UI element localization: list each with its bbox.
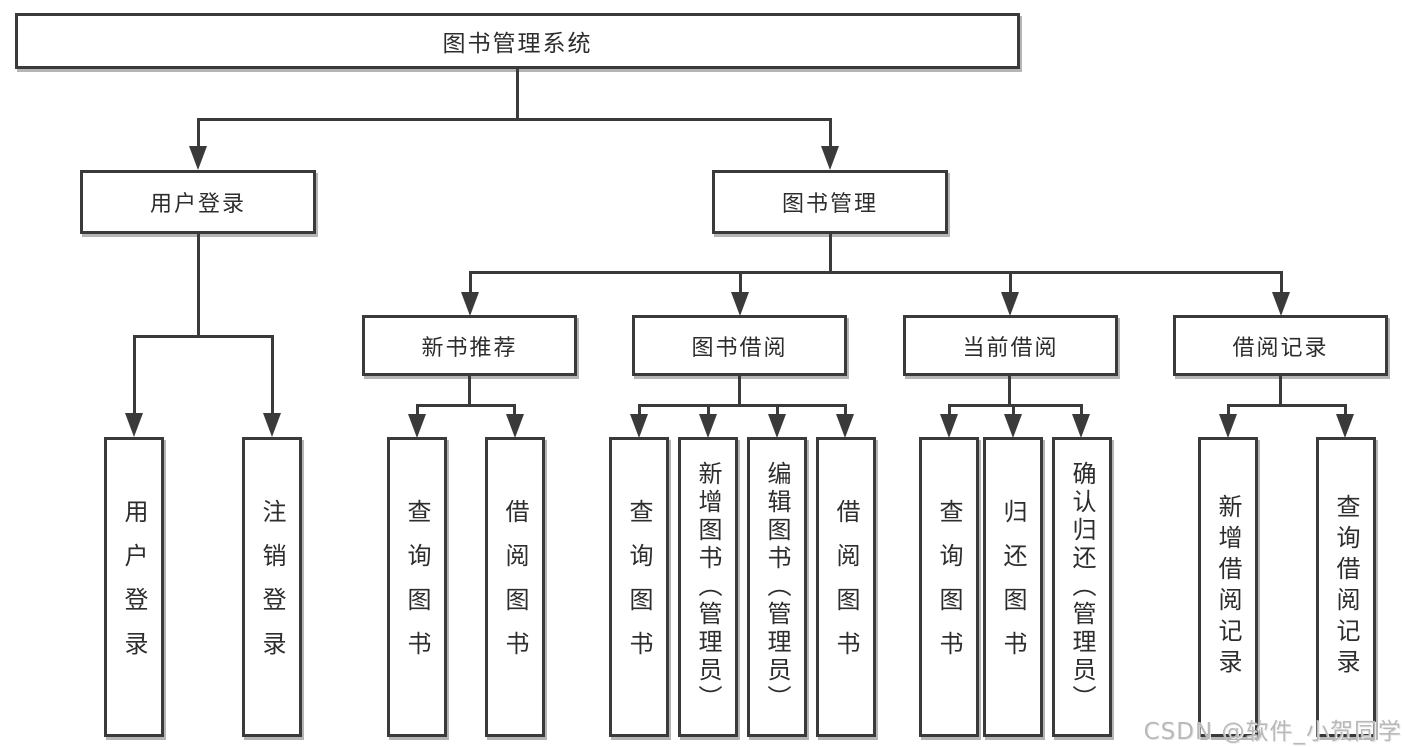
- connector-line: [1009, 271, 1012, 294]
- connector-line: [739, 271, 742, 294]
- node-leaf-query-book-2-label: 查询图书: [625, 499, 653, 675]
- arrowhead-down-icon: [125, 413, 143, 437]
- connector-line: [829, 234, 832, 274]
- connector-line: [197, 234, 200, 337]
- connector-line: [1227, 404, 1230, 416]
- connector-line: [829, 118, 832, 148]
- connector-line: [1280, 271, 1283, 294]
- node-user-login-label: 用户登录: [149, 192, 246, 217]
- connector-line: [844, 404, 847, 416]
- arrowhead-down-icon: [699, 414, 717, 438]
- connector-line: [948, 404, 1083, 407]
- node-leaf-query-book-1: 查询图书: [387, 437, 447, 737]
- node-leaf-logout-label: 注销登录: [258, 499, 286, 675]
- node-leaf-borrow-book-1: 借阅图书: [485, 437, 545, 737]
- connector-line: [1080, 404, 1083, 416]
- node-leaf-borrow-book-2-label: 借阅图书: [832, 499, 860, 675]
- connector-line: [1344, 404, 1347, 416]
- connector-line: [468, 376, 471, 406]
- node-leaf-logout: 注销登录: [242, 437, 302, 737]
- node-book-borrow: 图书借阅: [632, 315, 847, 376]
- connector-line: [469, 271, 472, 294]
- connector-line: [707, 404, 710, 416]
- arrowhead-down-icon: [263, 413, 281, 437]
- node-leaf-query-book-1-label: 查询图书: [403, 499, 431, 675]
- connector-line: [197, 118, 832, 121]
- node-leaf-user-login-label: 用户登录: [120, 499, 148, 675]
- connector-line: [513, 404, 516, 416]
- node-new-book-recommend-label: 新书推荐: [421, 335, 518, 361]
- arrowhead-down-icon: [1219, 414, 1237, 438]
- connector-line: [271, 335, 274, 415]
- connector-line: [1012, 404, 1015, 416]
- node-borrow-records: 借阅记录: [1173, 315, 1388, 376]
- node-leaf-borrow-book-1-label: 借阅图书: [501, 499, 529, 675]
- node-leaf-edit-book-admin: 编辑图书（管理员）: [747, 437, 807, 737]
- arrowhead-down-icon: [836, 414, 854, 438]
- connector-line: [738, 376, 741, 406]
- node-leaf-user-login: 用户登录: [104, 437, 164, 737]
- arrowhead-down-icon: [821, 146, 839, 170]
- arrowhead-down-icon: [1001, 292, 1019, 316]
- arrowhead-down-icon: [408, 414, 426, 438]
- arrowhead-down-icon: [506, 414, 524, 438]
- node-current-borrow-label: 当前借阅: [962, 335, 1059, 361]
- connector-line: [133, 335, 274, 338]
- connector-line: [1008, 376, 1011, 406]
- arrowhead-down-icon: [1336, 414, 1354, 438]
- arrowhead-down-icon: [768, 414, 786, 438]
- arrowhead-down-icon: [731, 292, 749, 316]
- connector-line: [1227, 404, 1346, 407]
- node-book-borrow-label: 图书借阅: [691, 335, 788, 361]
- connector-line: [638, 404, 641, 416]
- arrowhead-down-icon: [189, 146, 207, 170]
- arrowhead-down-icon: [1272, 292, 1290, 316]
- node-leaf-borrow-book-2: 借阅图书: [816, 437, 876, 737]
- arrowhead-down-icon: [461, 292, 479, 316]
- node-book-management: 图书管理: [712, 170, 948, 234]
- node-leaf-confirm-return-admin: 确认归还（管理员）: [1052, 437, 1112, 737]
- node-leaf-query-book-3: 查询图书: [919, 437, 979, 737]
- connector-line: [416, 404, 419, 416]
- arrowhead-down-icon: [630, 414, 648, 438]
- node-book-management-label: 图书管理: [781, 192, 878, 217]
- connector-line: [197, 118, 200, 148]
- connector-line: [948, 404, 951, 416]
- connector-line: [133, 335, 136, 415]
- csdn-watermark: CSDN @软件_小贺同学: [1143, 719, 1402, 745]
- connector-line: [416, 404, 516, 407]
- connector-line: [469, 271, 1283, 274]
- connector-line: [516, 69, 519, 120]
- node-borrow-records-label: 借阅记录: [1232, 335, 1329, 361]
- node-leaf-query-borrow-record: 查询借阅记录: [1316, 437, 1376, 737]
- node-leaf-query-book-2: 查询图书: [609, 437, 669, 737]
- node-leaf-query-book-3-label: 查询图书: [935, 499, 963, 675]
- connector-line: [776, 404, 779, 416]
- node-leaf-query-borrow-record-label: 查询借阅记录: [1332, 494, 1360, 680]
- node-leaf-add-borrow-record-label: 新增借阅记录: [1214, 494, 1242, 680]
- node-leaf-add-book-admin-label: 新增图书（管理员）: [694, 461, 722, 713]
- arrowhead-down-icon: [940, 414, 958, 438]
- arrowhead-down-icon: [1072, 414, 1090, 438]
- node-leaf-confirm-return-admin-label: 确认归还（管理员）: [1068, 461, 1096, 713]
- node-system-label: 图书管理系统: [442, 31, 593, 57]
- arrowhead-down-icon: [1004, 414, 1022, 438]
- node-leaf-return-book-label: 归还图书: [999, 499, 1027, 675]
- node-current-borrow: 当前借阅: [903, 315, 1118, 376]
- node-new-book-recommend: 新书推荐: [362, 315, 577, 376]
- connector-line: [1279, 376, 1282, 406]
- node-leaf-edit-book-admin-label: 编辑图书（管理员）: [763, 461, 791, 713]
- node-leaf-add-book-admin: 新增图书（管理员）: [678, 437, 738, 737]
- node-leaf-add-borrow-record: 新增借阅记录: [1198, 437, 1258, 737]
- node-user-login: 用户登录: [80, 170, 316, 234]
- connector-line: [638, 404, 847, 407]
- node-system: 图书管理系统: [15, 13, 1020, 69]
- node-leaf-return-book: 归还图书: [983, 437, 1043, 737]
